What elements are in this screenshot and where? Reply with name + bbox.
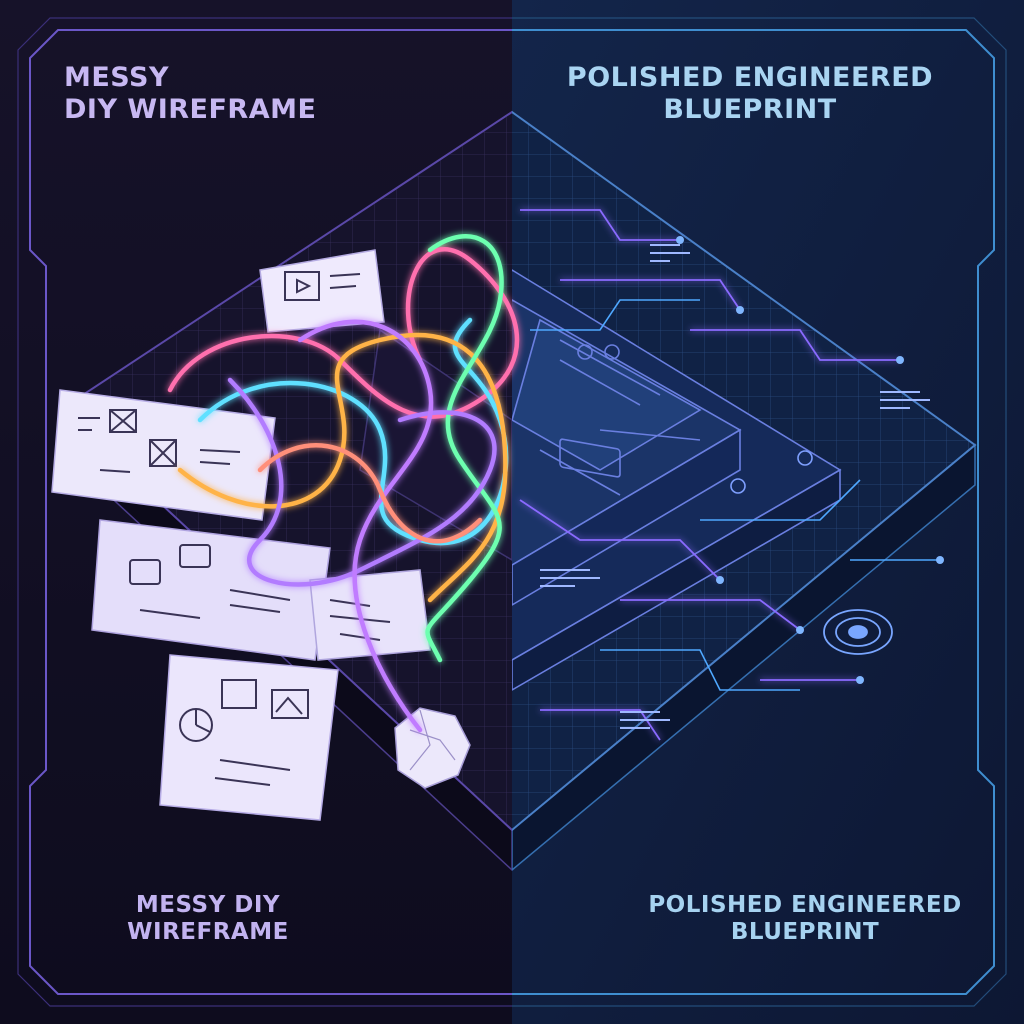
top-right-title: POLISHED ENGINEERED BLUEPRINT	[566, 62, 934, 125]
outer-frame	[17, 17, 1007, 1007]
spec-text-marks	[540, 244, 930, 729]
bottom-left-caption: MESSY DIY WIREFRAME	[127, 892, 289, 946]
bottom-right-caption: POLISHED ENGINEERED BLUEPRINT	[648, 892, 962, 946]
crumpled-paper-icon	[394, 707, 471, 789]
circuit-board-icon	[512, 269, 842, 691]
circuit-traces	[519, 209, 900, 741]
target-ring-icon	[823, 609, 893, 655]
sketch-sheet-icon	[51, 249, 431, 821]
top-left-title: MESSY DIY WIREFRAME	[64, 62, 317, 125]
tangled-wires-icon	[167, 233, 520, 733]
blueprint-board	[512, 110, 977, 871]
